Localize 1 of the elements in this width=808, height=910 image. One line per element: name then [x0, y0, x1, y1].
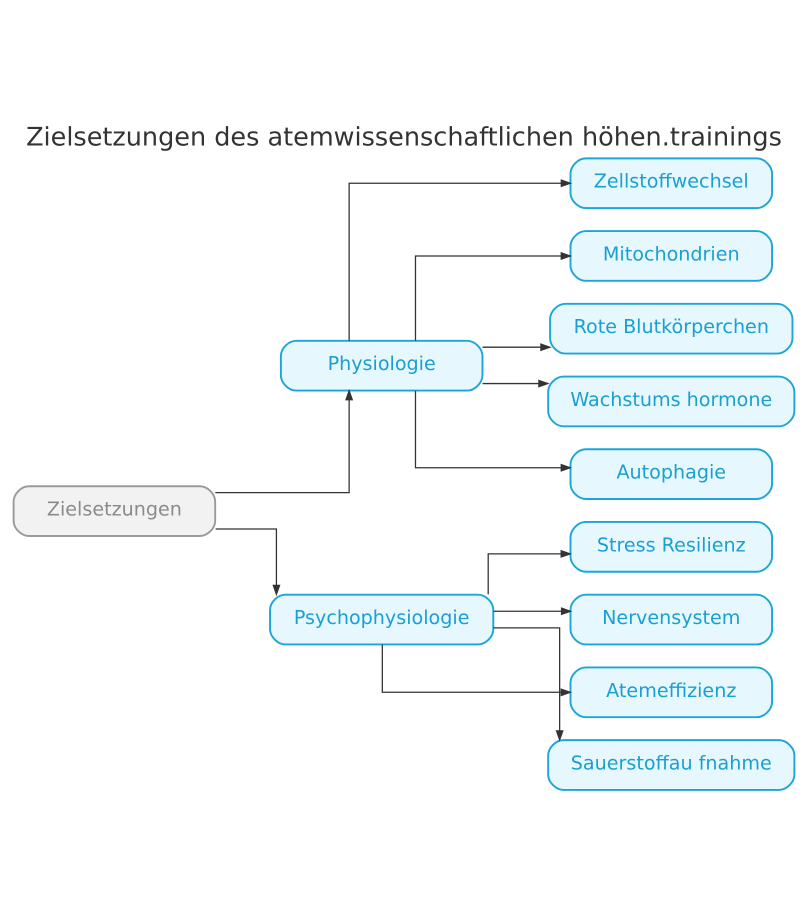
diagram-title: Zielsetzungen des atemwissenschaftlichen höhen.trainings: [26, 122, 782, 153]
